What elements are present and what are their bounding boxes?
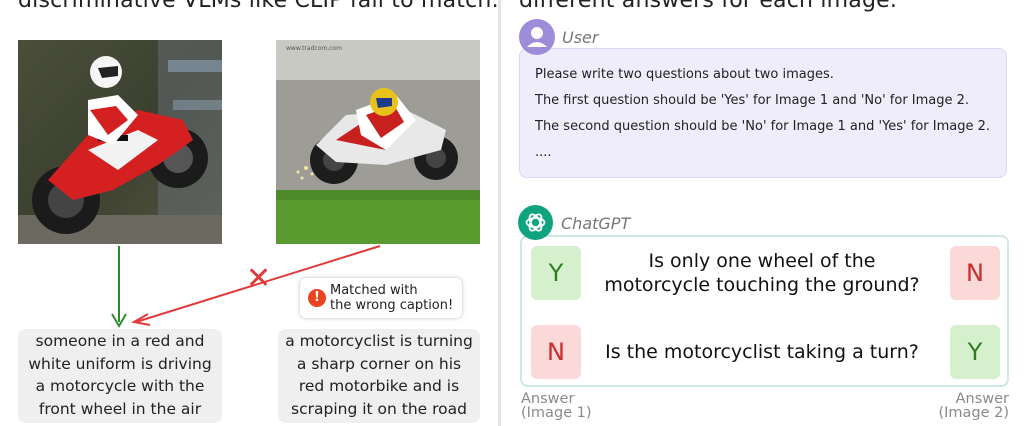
q2-image1-answer: N — [531, 325, 581, 379]
warning-icon: ! — [308, 289, 326, 307]
panel-divider — [498, 0, 501, 426]
answer-label-line: (Image 1) — [521, 405, 592, 421]
answer-label-image-2: Answer (Image 2) — [935, 391, 1009, 421]
image-2-turning: www.tradcom.com — [276, 40, 480, 244]
caption-1-line: a motorcycle with the — [35, 377, 205, 395]
callout-line-2: the wrong caption! — [330, 298, 454, 313]
wrong-caption-callout: ! Matched with the wrong caption! — [300, 278, 462, 318]
chatgpt-logo-icon — [518, 205, 553, 240]
caption-2-line: a motorcyclist is turning — [285, 332, 473, 350]
right-heading: different answers for each image. — [519, 0, 898, 13]
user-message-line: The first question should be 'Yes' for I… — [535, 93, 970, 108]
wrong-arrowhead — [131, 313, 151, 326]
user-message-line: Please write two questions about two ima… — [535, 67, 834, 82]
caption-image-2: a motorcyclist is turning a sharp corner… — [278, 329, 480, 423]
wrong-match-cross-icon: ✕ — [246, 261, 272, 296]
svg-text:www.tradcom.com: www.tradcom.com — [286, 45, 342, 52]
caption-2-line: red motorbike and is — [298, 377, 460, 395]
answer-label-line: (Image 2) — [938, 405, 1009, 421]
chatgpt-label: ChatGPT — [561, 214, 631, 233]
question-1: Is only one wheel of the motorcycle touc… — [592, 249, 932, 297]
caption-1-line: front wheel in the air — [38, 399, 202, 418]
answer-label-line: Answer — [521, 391, 575, 407]
callout-line-1: Matched with — [330, 283, 418, 298]
qa-box: Y Is only one wheel of the motorcycle to… — [520, 235, 1009, 387]
question-2-line: Is the motorcyclist taking a turn? — [605, 341, 919, 363]
q1-image1-answer: Y — [531, 246, 581, 300]
user-message-line: .... — [535, 145, 552, 160]
user-message-box: Please write two questions about two ima… — [519, 48, 1007, 178]
caption-image-1: someone in a red and white uniform is dr… — [18, 329, 222, 423]
answer-label-line: Answer — [955, 391, 1009, 407]
user-label: User — [562, 28, 599, 47]
q2-image2-answer: Y — [950, 325, 1000, 379]
matching-arrows — [111, 245, 381, 328]
question-1-line: motorcycle touching the ground? — [604, 274, 920, 296]
question-2: Is the motorcyclist taking a turn? — [592, 340, 932, 364]
q1-image2-answer: N — [950, 246, 1000, 300]
caption-1-line: white uniform is driving — [28, 354, 212, 373]
caption-2-line: scraping it on the road — [291, 399, 467, 418]
user-avatar-icon — [519, 19, 555, 55]
caption-2-line: a sharp corner on his — [296, 354, 462, 373]
left-heading: discriminative VLMs like CLIP fail to ma… — [18, 0, 499, 13]
callout-text: Matched with the wrong caption! — [330, 283, 453, 313]
wrong-match-arrow — [135, 245, 381, 323]
user-message-line: The second question should be 'No' for I… — [535, 119, 991, 134]
correct-arrowhead — [111, 313, 127, 328]
question-1-line: Is only one wheel of the — [648, 250, 876, 272]
answer-label-image-1: Answer (Image 1) — [521, 391, 592, 421]
caption-1-line: someone in a red and — [35, 332, 205, 350]
image-1-wheelie — [18, 40, 222, 244]
